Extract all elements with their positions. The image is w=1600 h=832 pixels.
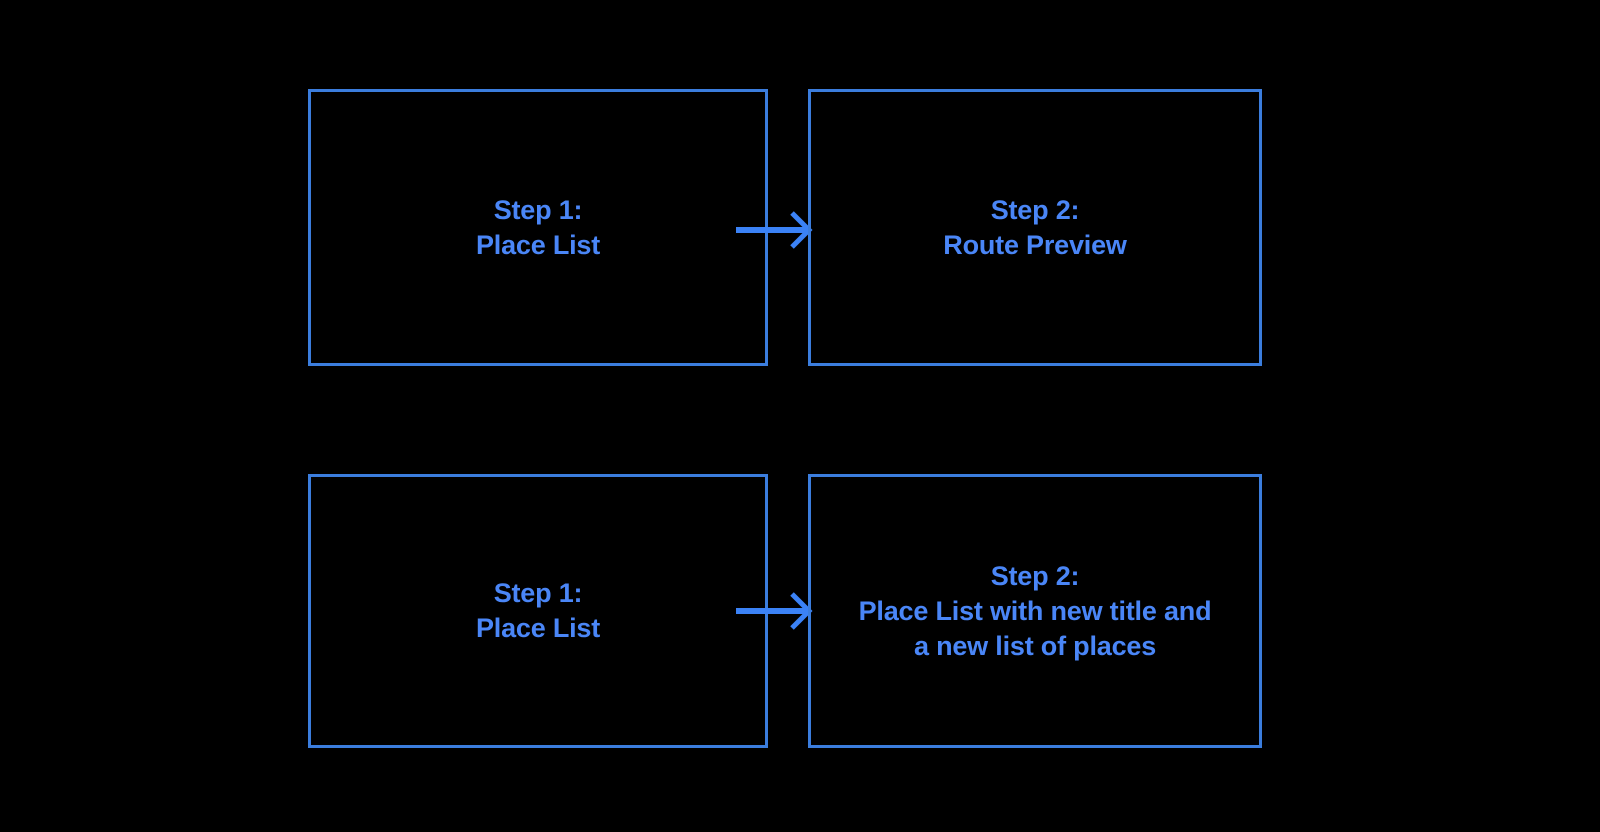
flow-box-label: Step 2: Place List with new title and a … (858, 560, 1212, 661)
flow-box-step-1-place-list-bottom[interactable]: Step 1: Place List (308, 474, 768, 748)
arrow-head (790, 592, 813, 630)
flow-box-step-2-route-preview[interactable]: Step 2: Route Preview (808, 89, 1262, 366)
flow-box-step-1-place-list-top[interactable]: Step 1: Place List (308, 89, 768, 366)
flow-box-label: Step 1: Place List (475, 578, 601, 643)
flow-box-label: Step 1: Place List (475, 194, 601, 260)
arrow-head (790, 211, 813, 249)
flow-box-step-2-new-place-list[interactable]: Step 2: Place List with new title and a … (808, 474, 1262, 748)
flow-box-label: Step 2: Route Preview (943, 194, 1127, 260)
